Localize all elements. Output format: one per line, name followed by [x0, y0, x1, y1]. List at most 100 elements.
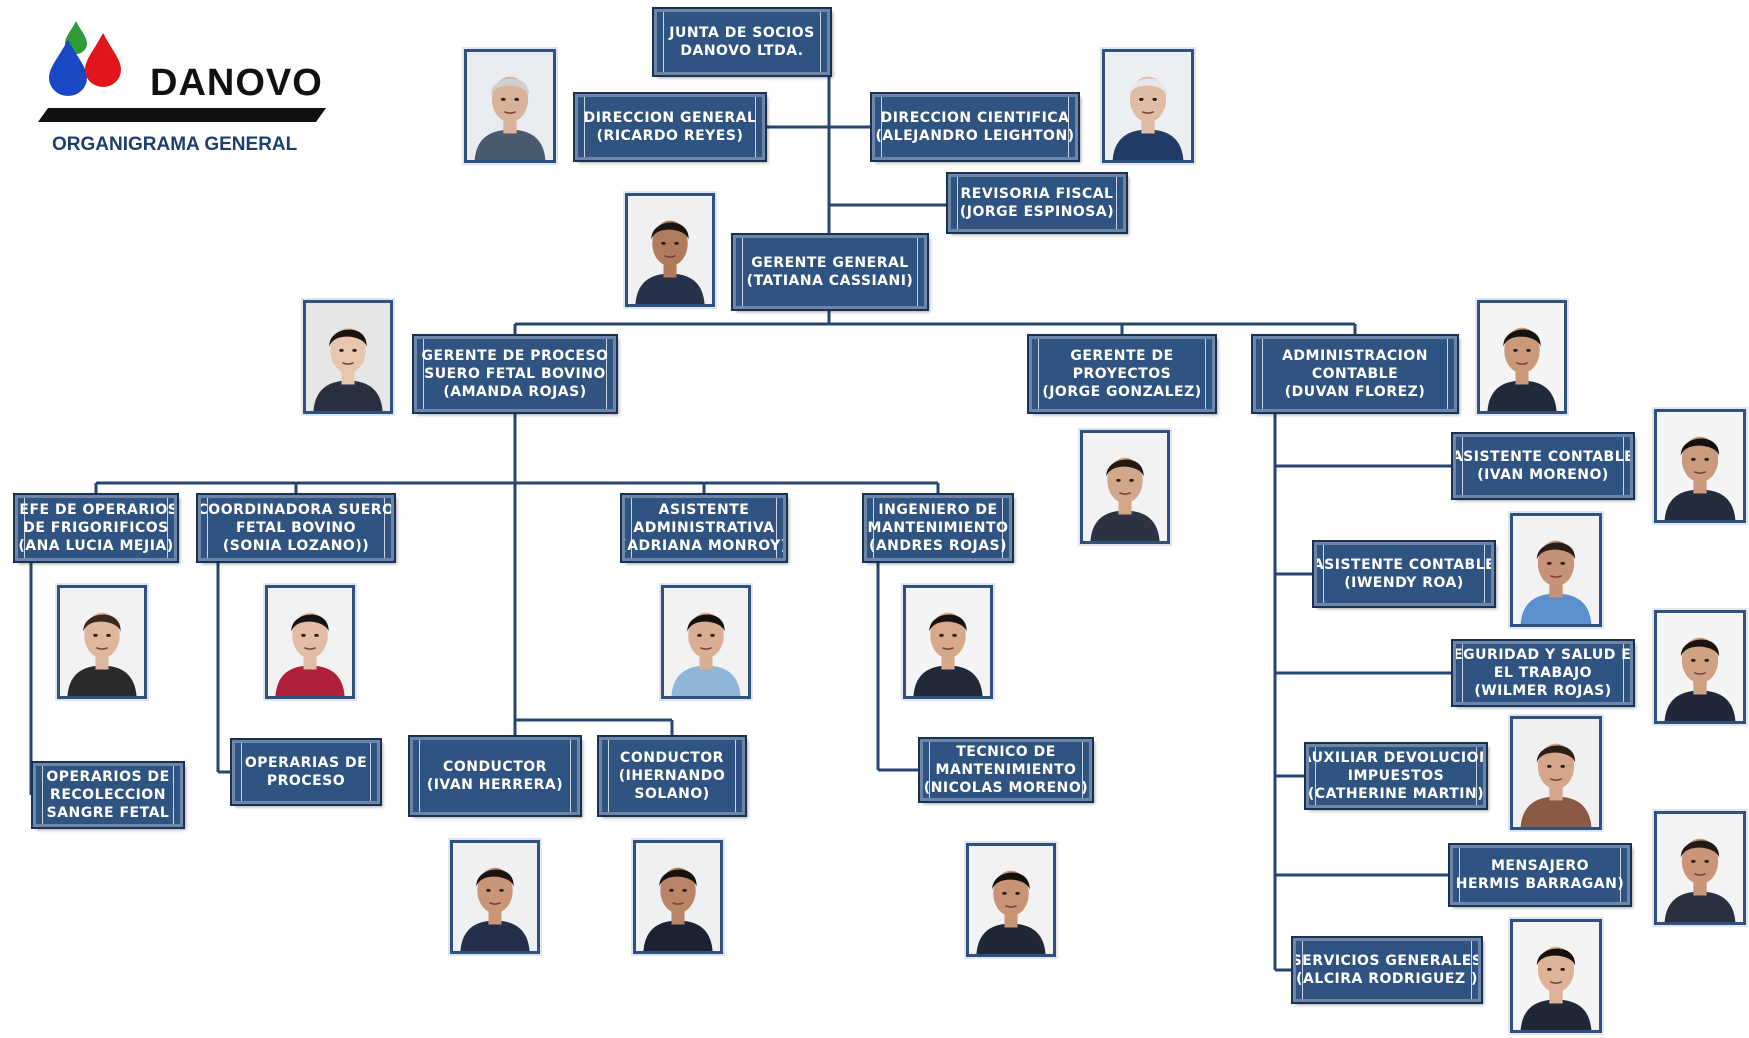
org-box-line: REVISORIA FISCAL [960, 186, 1114, 202]
org-box-line: SEGURIDAD Y SALUD EN [1453, 647, 1632, 663]
portrait-icon [906, 588, 990, 696]
org-box-line: TECNICO DE [956, 744, 1056, 760]
org-box-line: (JORGE ESPINOSA) [959, 204, 1115, 220]
portrait-icon [1480, 303, 1564, 411]
org-box-line: (SONIA LOZANO)) [222, 538, 370, 554]
portrait-icon [969, 846, 1053, 954]
org-box-conductor2: CONDUCTOR (IHERNANDO SOLANO) [597, 735, 747, 817]
org-box-direccion-cientifica: DIRECCION CIENTIFICA(ALEJANDRO LEIGHTON) [870, 92, 1080, 162]
org-box-line: GERENTE DE [1070, 348, 1174, 364]
org-box-line: JEFE DE OPERARIOS [15, 502, 177, 518]
portrait-icon [1105, 52, 1191, 160]
portrait-photo-amanda [301, 298, 395, 416]
portrait-icon [1513, 516, 1599, 624]
org-box-line: PROCESO [266, 773, 346, 789]
portrait-photo-ivan-m [1652, 407, 1748, 525]
org-box-revisoria: REVISORIA FISCAL (JORGE ESPINOSA) [946, 172, 1128, 234]
org-box-line: JUNTA DE SOCIOS [669, 25, 815, 41]
org-box-ingeniero: INGENIERO DE MANTENIMIENTO (ANDRES ROJAS) [862, 493, 1014, 563]
org-box-line: (JORGE GONZALEZ) [1042, 384, 1202, 400]
portrait-icon [1513, 719, 1599, 827]
portrait-photo-ivan-h [448, 838, 542, 956]
portrait-icon [1657, 412, 1743, 520]
org-box-direccion-general: DIRECCION GENERAL(RICARDO REYES) [573, 92, 767, 162]
org-box-jefe-operarios: JEFE DE OPERARIOS DE FRIGORIFICOS (ANA LUC… [13, 493, 179, 563]
company-logo-text: DANOVO [150, 62, 323, 104]
org-box-line: COORDINADORA SUERO [198, 502, 394, 518]
org-box-line: GERENTE GENERAL [751, 255, 909, 271]
logo-underline-bar [38, 108, 326, 122]
org-box-line: (IHERNANDO [618, 768, 726, 784]
org-box-line: INGENIERO DE [878, 502, 998, 518]
org-box-line: SANGRE FETAL [46, 805, 170, 821]
org-box-gerente-proyectos: GERENTE DE PROYECTOS (JORGE GONZALEZ) [1027, 334, 1217, 414]
org-box-line: MENSAJERO [1490, 858, 1590, 874]
org-box-line: ADMINISTRATIVA [633, 520, 775, 536]
connector-lines [29, 75, 1453, 972]
portrait-photo-nicolas [964, 841, 1058, 959]
org-box-line: SUERO FETAL BOVINO [424, 366, 606, 382]
org-box-line: (AMANDA ROJAS) [443, 384, 587, 400]
org-box-line: OPERARIOS DE [46, 769, 170, 785]
logo-drop-icon [85, 32, 121, 88]
org-box-line: PROYECTOS [1072, 366, 1172, 382]
org-box-asistente-admin: ASISTENTE ADMINISTRATIVA (ADRIANA MONROY) [620, 493, 788, 563]
org-box-line: SOLANO) [634, 786, 710, 802]
org-box-line: DANOVO LTDA. [680, 43, 804, 59]
org-box-line: AUXILIAR DEVOLUCION [1306, 750, 1486, 766]
org-box-line: IMPUESTOS [1347, 768, 1445, 784]
portrait-photo-jorge-g [1078, 428, 1172, 546]
portrait-photo-duvan [1475, 298, 1569, 416]
org-box-line: CONTABLE [1311, 366, 1399, 382]
portrait-photo-catherine [1508, 714, 1604, 832]
org-box-line: SERVICIOS GENERALES [1293, 953, 1481, 969]
org-box-line: ASISTENTE CONTABLE [1453, 449, 1633, 465]
portrait-icon [628, 196, 712, 304]
org-box-line: (WILMER ROJAS) [1474, 683, 1612, 699]
org-box-line: DE FRIGORIFICOS [23, 520, 169, 536]
portrait-photo-adriana [659, 583, 753, 701]
portrait-icon [664, 588, 748, 696]
org-box-seguridad: SEGURIDAD Y SALUD ENEL TRABAJO(WILMER RO… [1451, 639, 1635, 707]
org-box-line: DIRECCION GENERAL [583, 110, 757, 126]
portrait-photo-tatiana [623, 191, 717, 309]
portrait-icon [306, 303, 390, 411]
chart-title: ORGANIGRAMA GENERAL [52, 134, 298, 155]
portrait-icon [1083, 433, 1167, 541]
org-box-line: CONDUCTOR [620, 750, 724, 766]
org-box-conductor1: CONDUCTOR(IVAN HERRERA) [408, 735, 582, 817]
org-box-line: MANTENIMIENTO [867, 520, 1009, 536]
org-box-line: (ANA LUCIA MEJIA) [18, 538, 174, 554]
portrait-photo-wendy [1508, 511, 1604, 629]
org-box-line: (CATHERINE MARTIN) [1307, 786, 1485, 802]
portrait-icon [467, 52, 553, 160]
portrait-icon [1657, 613, 1743, 721]
org-box-asist-contable2: ASISTENTE CONTABLE(IWENDY ROA) [1312, 540, 1496, 608]
org-box-line: (ANDRES ROJAS) [868, 538, 1008, 554]
org-box-line: (ADRIANA MONROY) [622, 538, 786, 554]
portrait-icon [453, 843, 537, 951]
org-box-line: (ALCIRA RODRIGUEZ ) [1296, 971, 1478, 987]
org-box-line: (TATIANA CASSIANI) [746, 273, 914, 289]
portrait-photo-andres [901, 583, 995, 701]
org-box-auxiliar: AUXILIAR DEVOLUCION IMPUESTOS (CATHERINE M… [1304, 742, 1488, 810]
org-box-line: ASISTENTE [658, 502, 750, 518]
org-box-line: OPERARIAS DE [244, 755, 368, 771]
org-box-line: CONDUCTOR [443, 759, 547, 775]
org-box-line: ASISTENTE CONTABLE [1314, 557, 1494, 573]
logo-drop-icon [49, 39, 87, 96]
org-box-junta: JUNTA DE SOCIOS DANOVO LTDA. [652, 7, 832, 77]
logo-drops-icon [49, 21, 121, 96]
portrait-icon [60, 588, 144, 696]
org-box-line: (IVAN MORENO) [1477, 467, 1609, 483]
org-box-line: DIRECCION CIENTIFICA [880, 110, 1070, 126]
portrait-photo-ricardo [462, 47, 558, 165]
org-box-line: MANTENIMIENTO [935, 762, 1077, 778]
org-box-asist-contable1: ASISTENTE CONTABLE (IVAN MORENO) [1451, 432, 1635, 500]
